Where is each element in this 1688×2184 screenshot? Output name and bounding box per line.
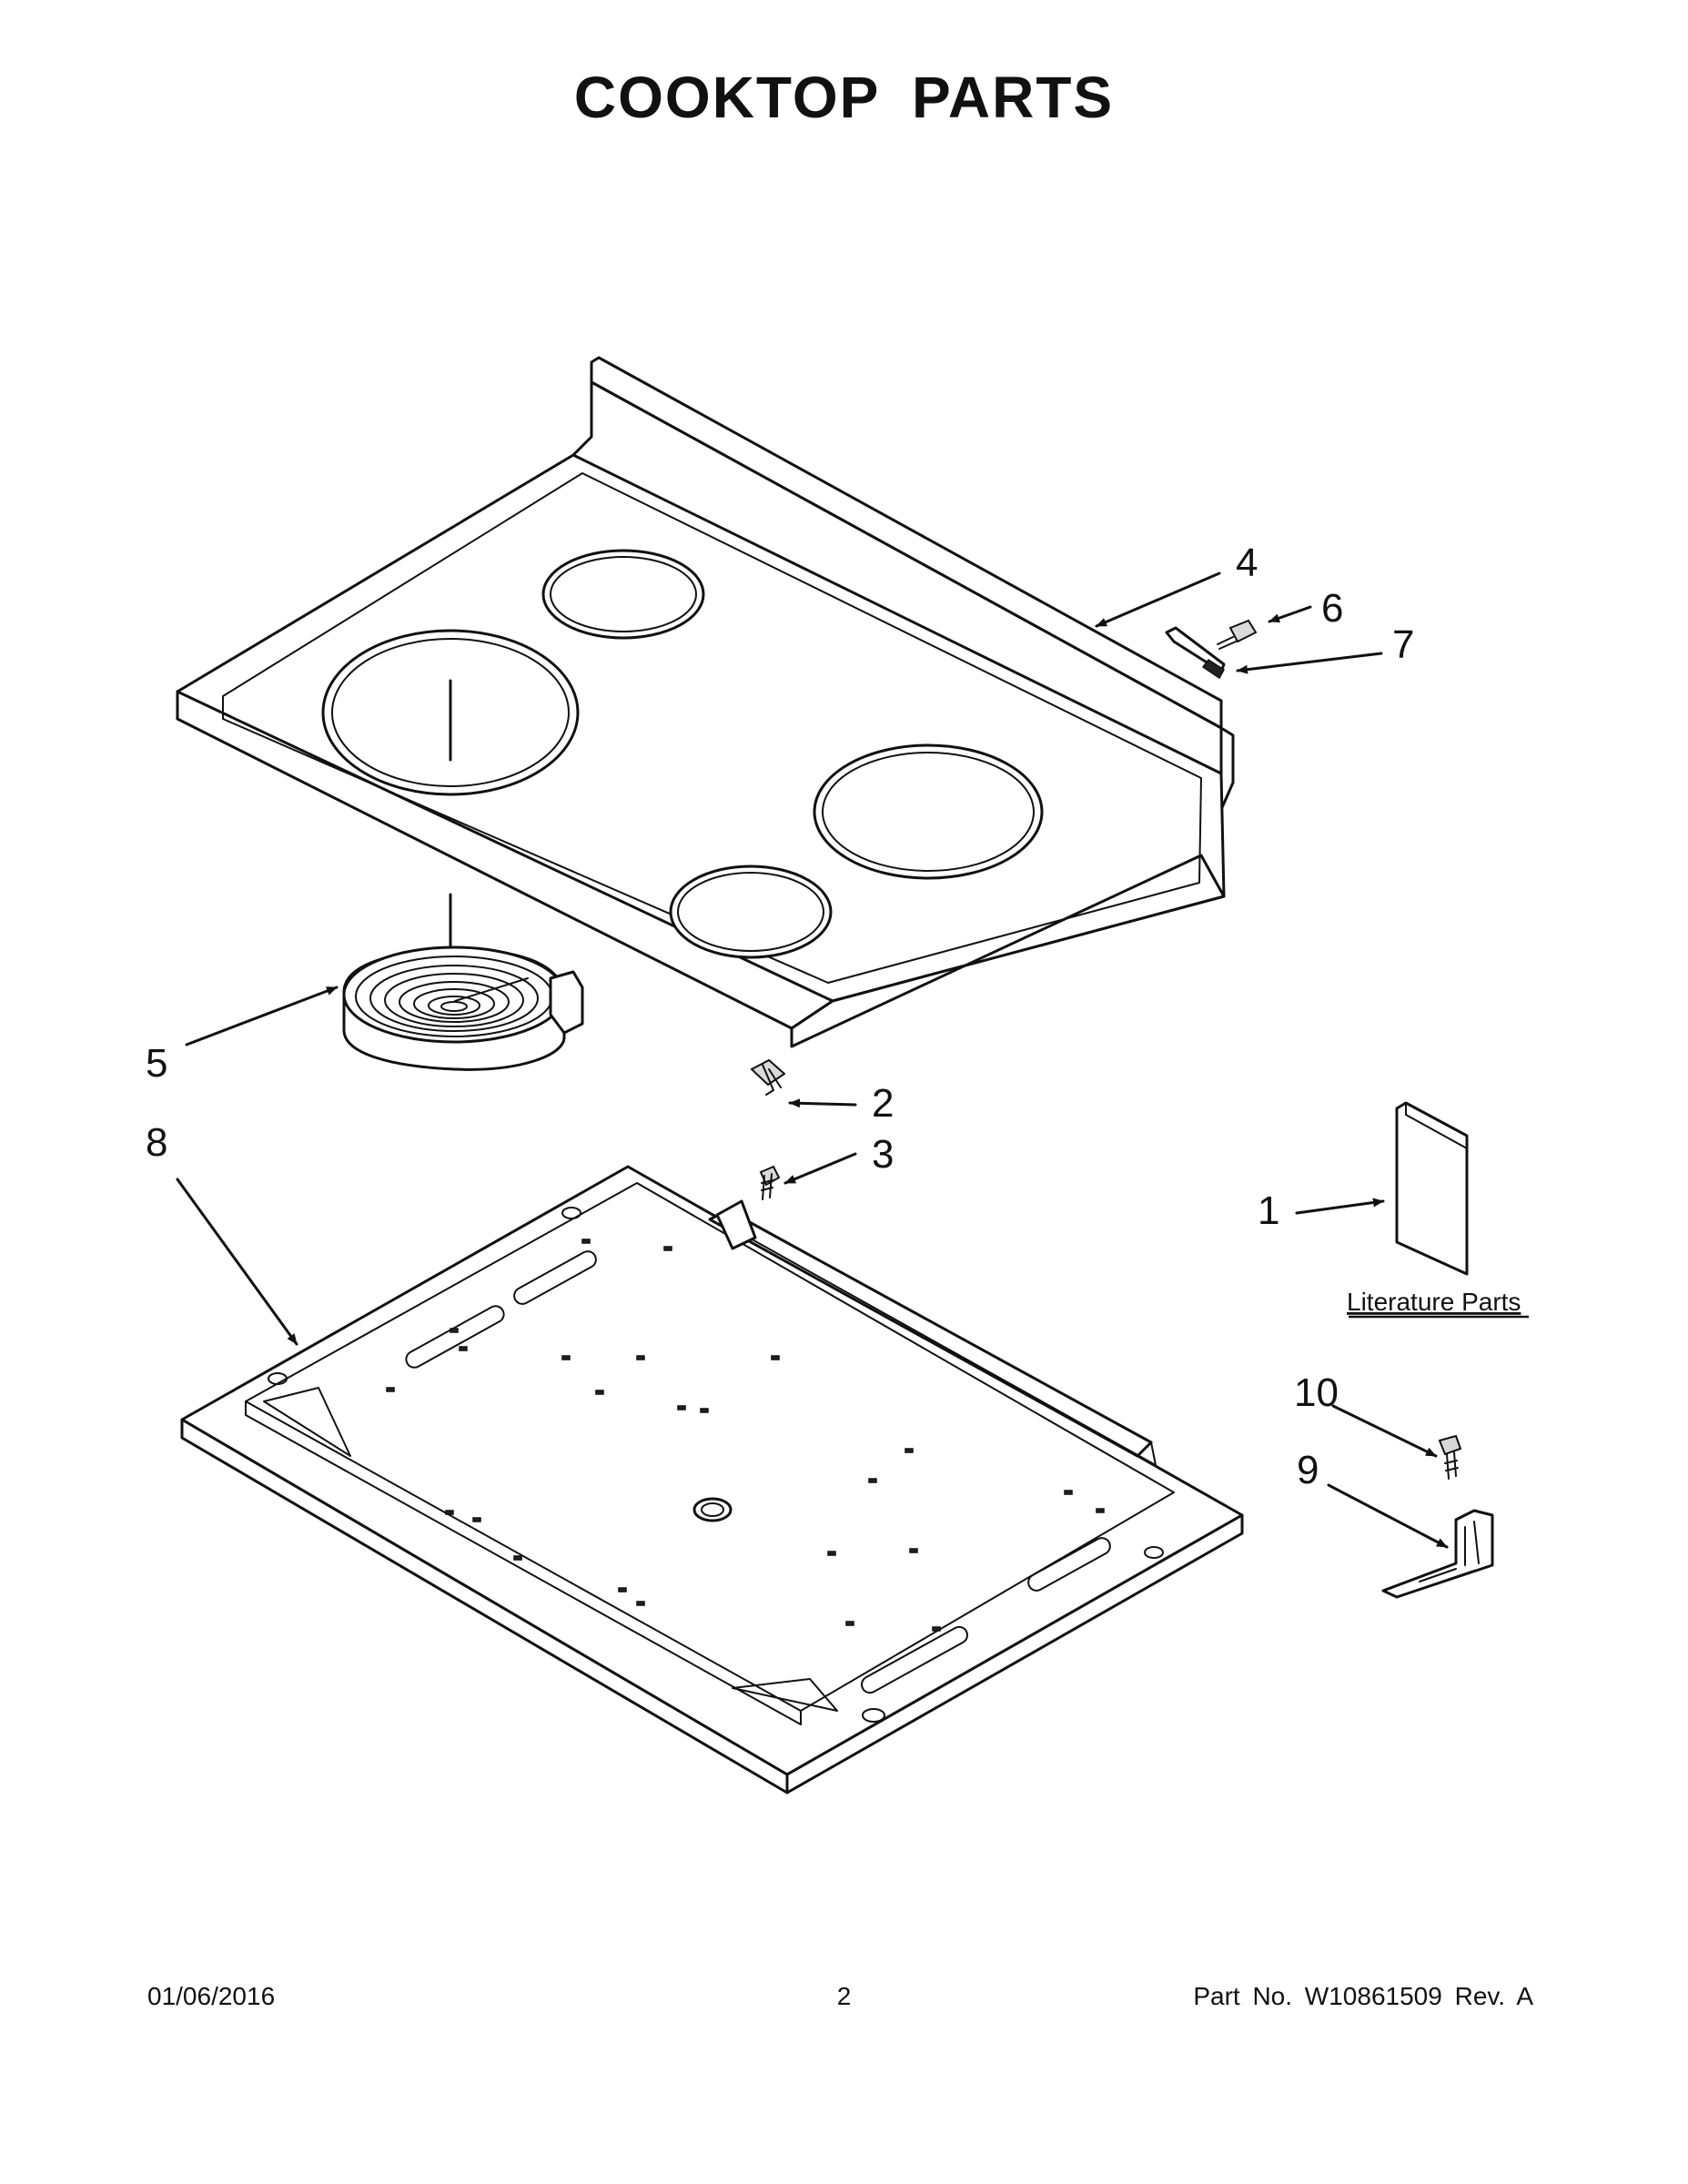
part-3-screw — [759, 1165, 781, 1200]
callout-9: 9 — [1297, 1448, 1319, 1492]
callout-3: 3 — [872, 1132, 894, 1177]
part-5-radiant-element — [342, 893, 584, 1071]
part-1-literature — [1395, 1101, 1469, 1276]
footer-date: 01/06/2016 — [147, 1982, 276, 2010]
callout-6: 6 — [1321, 586, 1343, 631]
callout-5: 5 — [146, 1041, 167, 1086]
burner-front-small — [669, 864, 833, 959]
cooktop-glass — [176, 356, 1235, 1048]
part-7-bracket — [1165, 626, 1226, 680]
footer-part-number: Part No. W10861509 Rev. A — [1193, 1982, 1533, 2010]
page-title: COOKTOP PARTS — [573, 65, 1115, 130]
part-10-screw — [1438, 1434, 1462, 1480]
burner-back-small — [541, 549, 705, 640]
callout-10: 10 — [1294, 1370, 1339, 1415]
callout-7: 7 — [1392, 622, 1414, 667]
callout-arrows — [176, 571, 1449, 1549]
part-9-bracket — [1381, 1509, 1494, 1599]
burner-right-large — [813, 743, 1044, 880]
callout-1: 1 — [1258, 1188, 1279, 1233]
part-8-burner-box — [180, 1165, 1244, 1795]
part-2-clip — [750, 1058, 786, 1096]
part-6-screw — [1217, 619, 1258, 650]
callout-8: 8 — [146, 1120, 167, 1165]
callout-2: 2 — [872, 1081, 894, 1126]
callout-4: 4 — [1236, 541, 1258, 585]
literature-parts-label: Literature Parts — [1347, 1288, 1521, 1316]
footer-page-number: 2 — [836, 1982, 852, 2010]
